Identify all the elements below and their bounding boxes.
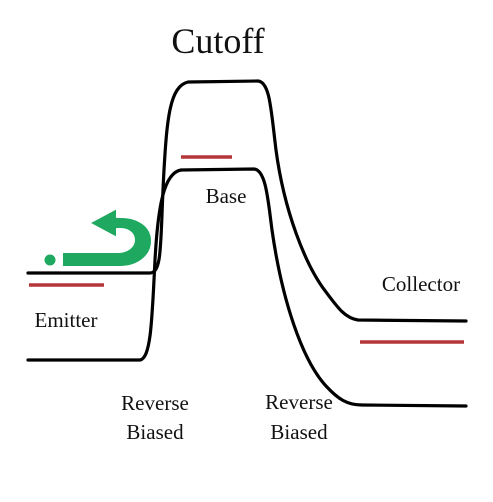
emitter-label: Emitter: [35, 308, 98, 332]
base-collector-junction-label-line2: Biased: [270, 420, 328, 444]
base-collector-junction-label-line1: Reverse: [265, 390, 333, 414]
u-turn-arrow-icon: [61, 207, 153, 268]
conduction-band-edge: [26, 79, 468, 323]
collector-label: Collector: [382, 272, 460, 296]
valence-band-edge: [26, 167, 468, 408]
emitter-base-junction-label-line2: Biased: [126, 420, 184, 444]
electron-dot-icon: [44, 254, 56, 266]
base-label: Base: [206, 184, 247, 208]
diagram-title: Cutoff: [171, 21, 264, 61]
emitter-base-junction-label-line1: Reverse: [121, 391, 189, 415]
